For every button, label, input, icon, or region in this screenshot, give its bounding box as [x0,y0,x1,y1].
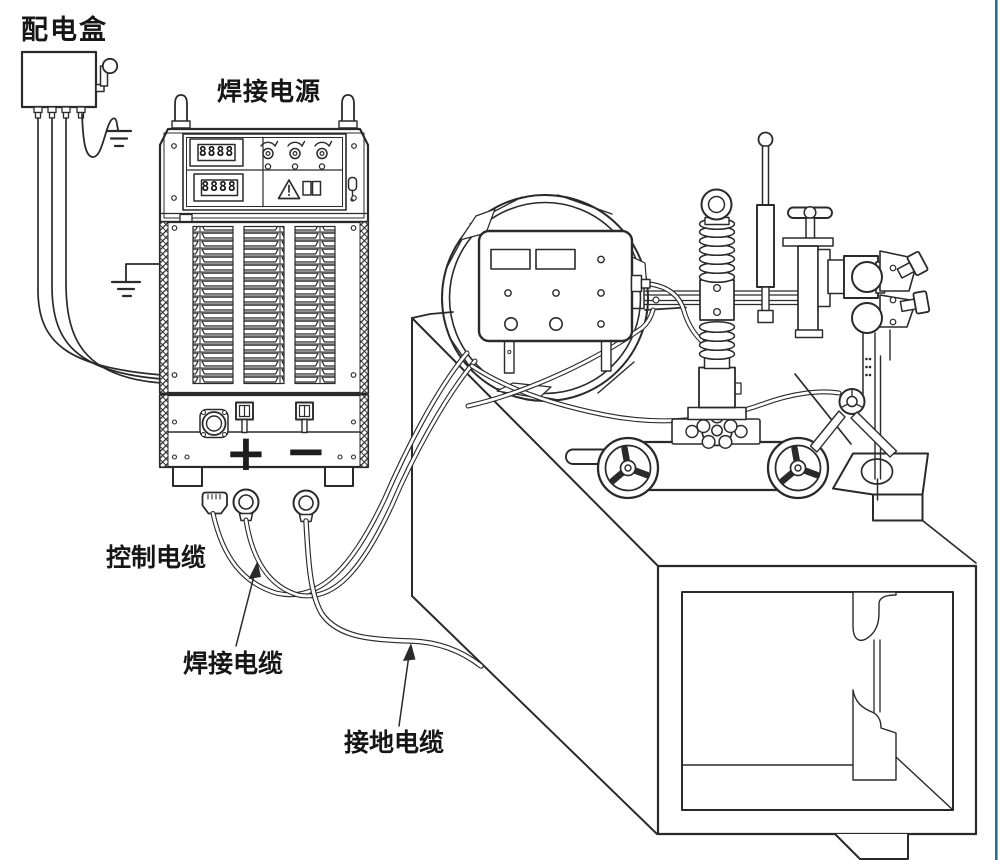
window-border-right [995,0,998,860]
mains-supply-cables [37,117,163,384]
digital-display-frame [189,138,244,167]
torch-assembly [809,329,898,501]
pendant-screen [490,248,531,270]
welding-cable-lug [232,488,260,522]
panel-screws [171,143,357,201]
spring-column [687,188,747,421]
antenna-icon [338,94,358,129]
vent-grille [158,220,370,395]
positive-terminal [235,401,254,434]
pendant-button [503,316,518,331]
pendant-screen [535,248,576,270]
pendant-connector [630,274,643,293]
welding-cable-arrow [235,561,261,647]
digital-display-frame [193,173,244,202]
control-plug [201,491,228,515]
knob-icon [260,140,279,170]
knob-icon [314,140,333,170]
control-socket [199,408,229,439]
display-top: 8888 [198,144,235,160]
control-cable [210,350,470,598]
switch-handle-icon [95,57,119,93]
minus-terminal-sign: − [285,422,327,480]
knob-icon [287,140,306,170]
foot [172,466,203,487]
output-section [158,393,370,487]
lift-rod [756,131,775,324]
support-tab [834,833,909,860]
adjust-knob [899,290,931,315]
foot [324,466,354,487]
annotation-arrows [235,561,416,727]
adjust-knob [896,250,929,279]
welding-tractor [565,131,931,500]
ground-cable-arrow [398,643,416,727]
plus-terminal-sign: + [225,424,267,482]
cross-slide [782,205,834,339]
ground-icon [81,113,133,158]
support-leg [809,410,846,453]
distribution-box [20,50,119,119]
output-connectors [201,488,320,523]
control-cable-label: 控制电缆 [106,543,207,572]
workpiece-box-beam [411,306,978,860]
ground-cable-label: 接地电缆 [344,728,445,757]
support-leg [850,411,898,458]
control-head [158,94,370,224]
display-bottom: 8888 [201,180,237,195]
torch-icon [347,176,358,202]
welding-cable [243,358,478,599]
welding-cable-label: 焊接电缆 [183,649,284,678]
ground-cable-lug [292,489,320,523]
tractor-wheel [766,436,830,500]
ground-cable [303,518,484,669]
pendant-button [548,316,563,331]
internal-diaphragm [681,591,954,811]
pendant-cable [647,281,709,348]
antenna-icon [171,94,191,129]
power-source-label: 焊接电源 [217,77,322,106]
box-opening [681,591,954,811]
ground-icon [110,263,163,298]
tractor-wheel [596,436,660,500]
plug-pins [33,106,86,119]
negative-terminal [295,401,314,434]
warning-triangle-icon [277,179,301,200]
open-book-icon [302,180,322,196]
pendant-controller [477,229,651,374]
wire-feeder [827,250,931,334]
feed-roller [851,261,883,293]
distribution-box-label: 配电盒 [21,15,108,46]
welding-power-source [158,94,370,487]
feed-roller [851,302,883,334]
